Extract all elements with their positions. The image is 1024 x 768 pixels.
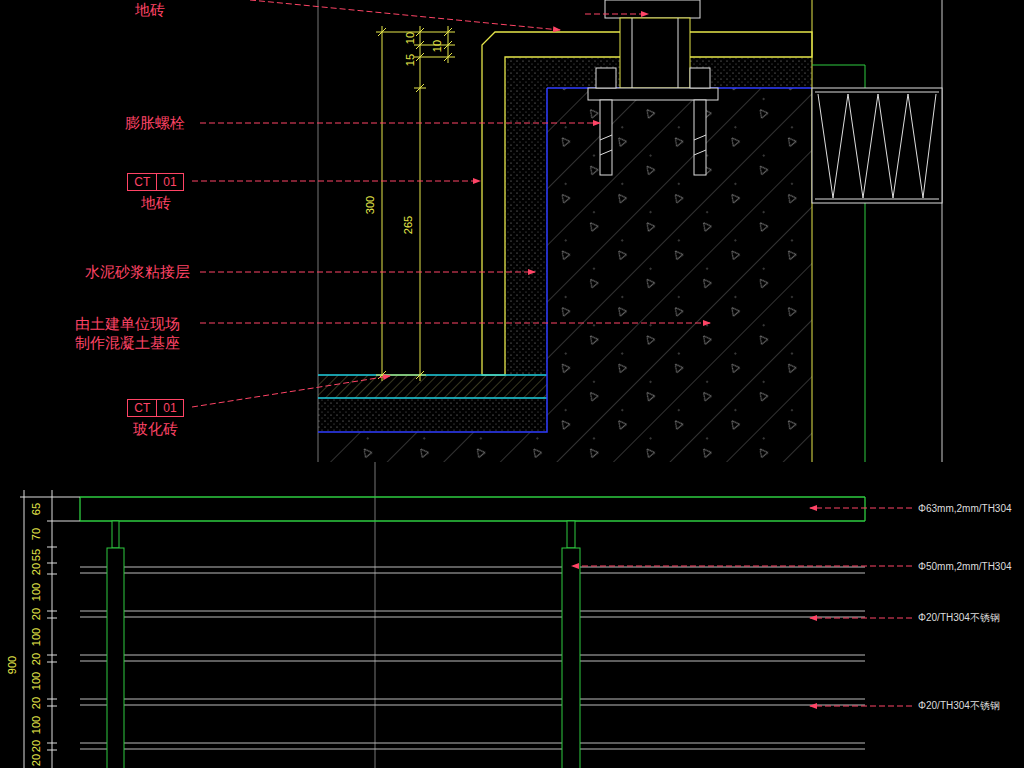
section-detail-part <box>818 94 936 198</box>
section-detail-part <box>318 375 547 398</box>
leader-lines-part <box>200 123 600 124</box>
section-detail-part <box>318 398 547 432</box>
spec-label: Φ20/TH304不锈钢 <box>918 611 1000 625</box>
dimension-text: 20 <box>30 608 42 620</box>
section-detail-part <box>815 92 939 93</box>
leader-lines-part <box>200 323 710 324</box>
section-detail-part <box>678 18 679 88</box>
section-detail-part <box>812 0 813 462</box>
dimension-text: 100 <box>30 628 42 646</box>
dimension-text: 70 <box>30 528 42 540</box>
leader-lines-part <box>192 181 480 182</box>
leader-lines-part <box>200 272 535 273</box>
leader-lines-part <box>192 376 390 407</box>
material-tag: CT01 玻化砖 <box>127 398 184 439</box>
railing-elevation <box>20 462 865 768</box>
tag-code: 01 <box>156 174 182 190</box>
dimension-text: 55 <box>30 549 42 561</box>
railing-elevation-part <box>562 548 580 768</box>
callout-label: 膨胀螺栓 <box>125 114 185 133</box>
section-detail-part <box>600 135 706 155</box>
spec-leaders-part <box>810 618 912 619</box>
dimension-lines <box>376 26 455 381</box>
railing-elevation-part <box>567 521 575 548</box>
tag-code: 01 <box>156 400 182 416</box>
tag-code: CT <box>128 174 156 190</box>
tag-box: CT01 <box>127 173 183 191</box>
material-name: 地砖 <box>127 194 184 213</box>
spec-label: Φ50mm,2mm/TH304 <box>918 561 1012 572</box>
section-detail-part <box>690 68 710 88</box>
material-name: 玻化砖 <box>127 420 184 439</box>
railing-elevation-part <box>80 567 865 749</box>
dimension-text: 20 <box>30 653 42 665</box>
section-detail-part <box>815 199 939 200</box>
dimension-text: 15 <box>404 54 416 66</box>
section-detail-part <box>596 68 616 88</box>
dimension-text: 65 <box>30 503 42 515</box>
section-detail-part <box>632 18 633 88</box>
spec-leaders-part <box>810 508 912 509</box>
railing-elevation-part <box>375 462 376 768</box>
spec-leaders-part <box>572 566 912 567</box>
dimension-text: 100 <box>30 672 42 690</box>
dimension-text: 20 <box>30 740 42 752</box>
dimension-text: 900 <box>6 656 18 674</box>
spec-label: Φ20/TH304不锈钢 <box>918 699 1000 713</box>
leader-lines <box>192 0 710 407</box>
callout-label: 水泥砂浆粘接层 <box>85 263 190 282</box>
section-detail-part <box>620 18 690 88</box>
section-detail-part <box>605 0 700 18</box>
section-detail-part <box>318 397 547 398</box>
callout-label: 地砖 <box>135 1 165 20</box>
section-detail-part <box>505 57 812 375</box>
section-detail-part <box>942 0 943 462</box>
dimension-text: 300 <box>364 196 376 214</box>
spec-label: Φ63mm,2mm/TH304 <box>918 503 1012 514</box>
spec-leaders-part <box>810 706 912 707</box>
railing-elevation-part <box>52 490 53 768</box>
section-detail-part <box>318 374 547 375</box>
dimension-text: 20 <box>30 754 42 766</box>
dimension-text: 20 <box>30 697 42 709</box>
railing-elevation-part <box>112 521 119 548</box>
section-detail <box>318 0 942 462</box>
railing-elevation-part <box>24 490 25 768</box>
railing-elevation-part <box>80 497 865 521</box>
dimension-lines-part <box>382 26 383 381</box>
section-detail-part <box>588 88 718 100</box>
section-detail-part <box>812 88 942 203</box>
material-tag: CT01 地砖 <box>127 172 184 213</box>
dimension-text: 10 <box>431 40 443 52</box>
dimension-text: 265 <box>402 216 414 234</box>
dimension-text: 100 <box>30 716 42 734</box>
section-detail-part <box>318 88 812 432</box>
tag-box: CT01 <box>127 399 183 417</box>
railing-elevation-part <box>20 497 80 750</box>
dimension-lines-part <box>420 26 421 381</box>
leader-lines-part <box>250 0 560 30</box>
leader-lines-part <box>585 14 648 15</box>
dimension-text: 20 <box>30 563 42 575</box>
dimension-lines-part <box>376 32 455 375</box>
dimension-text: 10 <box>404 32 416 44</box>
tag-code: CT <box>128 400 156 416</box>
spec-leaders <box>572 508 912 706</box>
callout-label: 由土建单位现场 制作混凝土基座 <box>72 315 182 353</box>
section-detail-part <box>318 88 812 462</box>
dimension-text: 100 <box>30 583 42 601</box>
dimension-lines-part <box>378 28 452 379</box>
railing-elevation-part <box>107 548 124 768</box>
